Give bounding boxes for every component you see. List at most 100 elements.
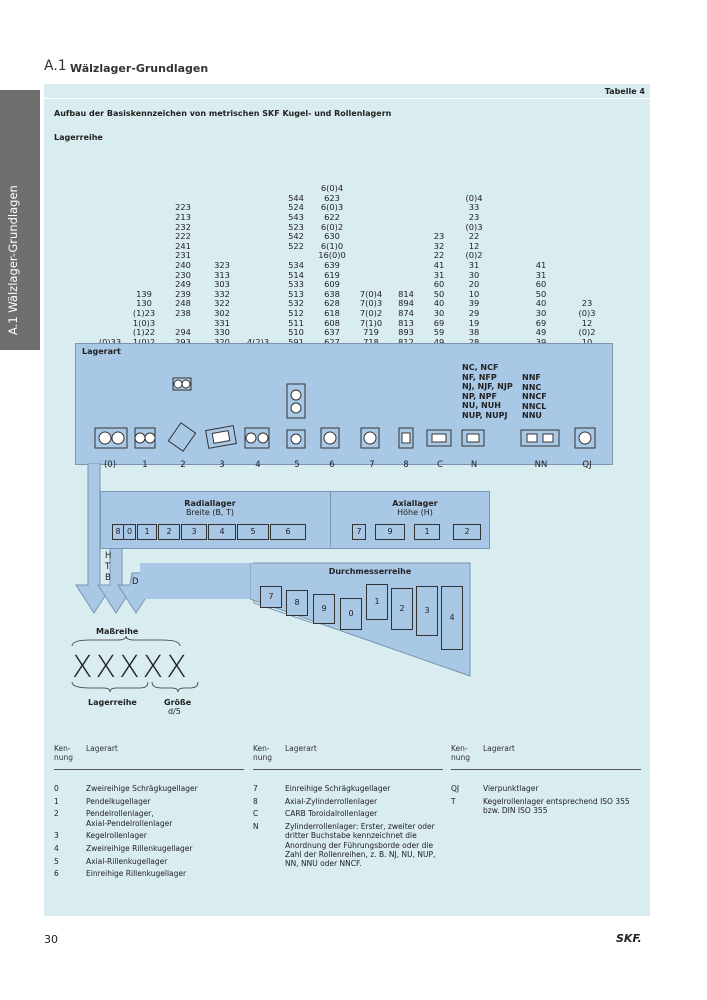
- bearing-code: 6: [329, 460, 335, 470]
- legend-divider: [451, 769, 641, 770]
- series-value: 627: [324, 336, 340, 347]
- series-value: 511: [288, 317, 304, 328]
- bearing-code: 8: [403, 460, 409, 470]
- series-value: 230: [175, 269, 191, 280]
- series-value: 32: [433, 240, 445, 251]
- bearing-code: (0): [103, 460, 117, 470]
- series-value: 4(2)3: [246, 336, 270, 347]
- series-value: 16(0)0: [318, 250, 346, 261]
- axial-subtitle: Höhe (H): [397, 508, 433, 517]
- series-value: 29: [468, 307, 480, 318]
- legend-code: 2: [54, 809, 59, 819]
- series-value: 50: [433, 288, 445, 299]
- series-value: 12: [468, 240, 480, 251]
- bearing-designation: NNU: [522, 411, 542, 421]
- legend-description: Zylinderrollenlager: Erster, zweiter ode…: [285, 821, 436, 869]
- series-value: 130: [136, 298, 152, 309]
- series-value: (1)22: [132, 327, 156, 338]
- legend-description: CARB Toroidalrollenlager: [285, 809, 378, 819]
- series-value: 513: [288, 288, 304, 299]
- series-value: 719: [363, 327, 379, 338]
- series-value: 323: [214, 260, 230, 270]
- legend-code: QJ: [451, 784, 460, 793]
- series-value: 240: [175, 259, 191, 270]
- series-value: 302: [214, 307, 230, 318]
- side-tab-text: A.1 Wälzlager-Grundlagen: [6, 185, 20, 335]
- series-value: 510: [288, 327, 304, 338]
- diameter-title: Durchmesserreihe: [328, 567, 412, 576]
- bearing-code: 2: [180, 460, 186, 470]
- series-value: 10: [468, 288, 480, 299]
- series-value: 249: [175, 279, 191, 290]
- legend-head-type: Lagerart: [285, 744, 317, 753]
- series-value: (0)3: [578, 307, 596, 318]
- series-value: 639: [324, 259, 340, 270]
- legend-description: Axial-Zylinderrollenlager: [285, 796, 378, 806]
- radial-title: Radiallager: [184, 499, 236, 508]
- page-number: 30: [44, 933, 58, 946]
- series-value: 1(0)2: [132, 336, 156, 347]
- diameter-cell: 3: [416, 586, 438, 636]
- series-value: 23: [581, 298, 593, 309]
- bearing-designation: NU, NUH: [462, 401, 501, 411]
- series-value: 293: [175, 336, 191, 347]
- series-value: 39: [535, 336, 547, 347]
- series-value: 534: [288, 259, 304, 270]
- series-value: 320: [214, 336, 230, 347]
- bearing-c-icon: [426, 429, 452, 447]
- legend-description: Zweireihige Rillenkugellager: [86, 844, 193, 853]
- table-caption: Aufbau der Basiskennzeichen von metrisch…: [54, 109, 392, 118]
- size-sub: d/5: [168, 707, 181, 716]
- series-value: 30: [535, 307, 547, 318]
- legend-code: T: [451, 796, 456, 806]
- legend-head-type: Lagerart: [86, 744, 118, 753]
- series-value: 619: [324, 269, 340, 280]
- series-value: 812: [398, 336, 414, 347]
- legend-code: 1: [54, 796, 59, 806]
- diameter-cell: 8: [286, 590, 308, 616]
- series-value: 31: [433, 269, 445, 280]
- series-value: 512: [288, 307, 304, 318]
- series-value: 239: [175, 288, 191, 299]
- series-value: 28: [468, 336, 480, 347]
- brackets: [71, 636, 199, 693]
- series-value: 294: [175, 327, 191, 338]
- height-cell: 7: [352, 524, 366, 540]
- series-value: 543: [288, 211, 304, 222]
- bearing-code: N: [470, 460, 478, 470]
- bearing-designation: NNF: [522, 373, 541, 382]
- height-cell: 2: [453, 524, 481, 540]
- size-series-label: Lagerreihe: [88, 698, 137, 707]
- legend-code: 0: [54, 784, 59, 793]
- bearing-designation: NF, NFP: [462, 372, 497, 382]
- series-value: 69: [433, 317, 445, 328]
- series-value: 894: [398, 298, 414, 309]
- series-value: 139: [136, 288, 152, 299]
- series-value: 814: [398, 288, 414, 299]
- series-column: 323313303332322302331330320329: [202, 260, 242, 357]
- legend-code: 3: [54, 831, 59, 841]
- height-cell: 1: [414, 524, 440, 540]
- legend-code: N: [253, 821, 259, 831]
- bearing-0-icon: [94, 427, 128, 449]
- legend-code: 7: [253, 784, 258, 793]
- bearing-designation: NJ, NJF, NJP: [462, 382, 513, 392]
- series-value: 23: [433, 231, 445, 242]
- bearing-code: QJ: [582, 460, 592, 470]
- bearing-code: NN: [534, 460, 548, 470]
- table-divider: [44, 98, 650, 99]
- series-value: 718: [363, 336, 379, 347]
- series-value: 623: [324, 192, 340, 203]
- series-value: 630: [324, 231, 340, 242]
- series-value: 544: [288, 192, 304, 203]
- bearing-8-icon: [398, 427, 414, 449]
- section-title: Wälzlager-Grundlagen: [70, 62, 209, 75]
- series-value: (0)2: [465, 250, 483, 261]
- dimension-series-title: Maßreihe: [96, 627, 139, 636]
- diameter-cell: 0: [340, 598, 362, 630]
- series-value: 222: [175, 231, 191, 242]
- series-value: 69: [535, 317, 547, 328]
- series-value: 213: [175, 211, 191, 222]
